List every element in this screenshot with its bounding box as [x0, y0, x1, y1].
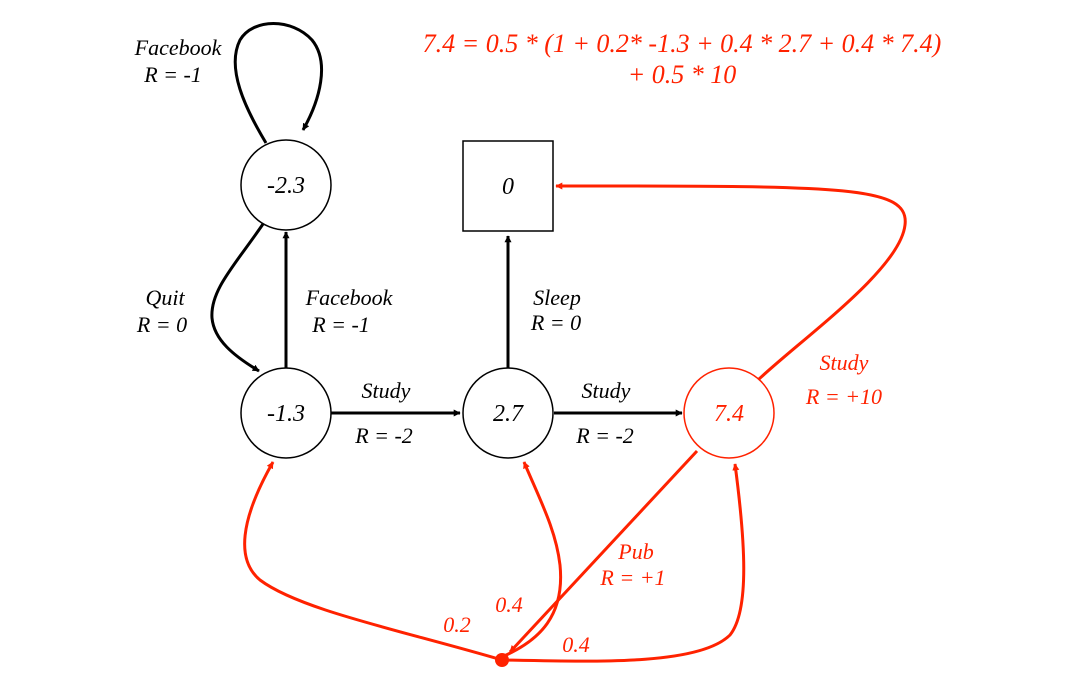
prob-to-class1: 0.2: [443, 612, 471, 637]
branch-to-class2-edge: [503, 461, 563, 658]
facebook-loop-reward: R = -1: [143, 62, 202, 87]
state-class2-value: 2.7: [493, 401, 524, 427]
branch-to-class3-edge: [503, 463, 746, 663]
state-class2: 2.7: [462, 367, 554, 459]
facebook-loop-edge: [233, 22, 324, 144]
study3-reward: R = +10: [805, 384, 882, 409]
state-class1: -1.3: [240, 367, 332, 459]
facebook-up-reward: R = -1: [311, 312, 370, 337]
pub-reward: R = +1: [599, 565, 665, 590]
state-class3-value: 7.4: [714, 401, 744, 427]
quit-action: Quit: [145, 285, 185, 310]
state-sleep: 0: [462, 140, 554, 232]
prob-to-class3: 0.4: [562, 632, 590, 657]
pub-action: Pub: [617, 539, 653, 564]
bellman-equation-line1: 7.4 = 0.5 * (1 + 0.2* -1.3 + 0.4 * 2.7 +…: [423, 29, 942, 58]
state-facebook: -2.3: [240, 139, 332, 231]
study1-reward: R = -2: [354, 423, 413, 448]
state-sleep-value: 0: [502, 174, 514, 200]
state-class3: 7.4: [683, 367, 775, 459]
sleep-action: Sleep: [533, 285, 581, 310]
bellman-equation-line2: + 0.5 * 10: [628, 60, 737, 89]
study2-action: Study: [582, 378, 631, 403]
state-facebook-value: -2.3: [267, 173, 305, 199]
study1-action: Study: [362, 378, 411, 403]
pub-chance-node: [495, 653, 509, 667]
prob-to-class2: 0.4: [495, 592, 523, 617]
facebook-loop-action: Facebook: [134, 35, 223, 60]
sleep-reward: R = 0: [530, 310, 581, 335]
quit-edge: [210, 223, 265, 373]
state-class1-value: -1.3: [267, 401, 305, 427]
study3-action: Study: [820, 350, 869, 375]
facebook-up-action: Facebook: [305, 285, 394, 310]
study3-edge: [555, 182, 907, 382]
quit-reward: R = 0: [136, 312, 187, 337]
pub-edge: [508, 449, 699, 654]
branch-to-class1-edge: [243, 461, 503, 662]
study2-reward: R = -2: [575, 423, 634, 448]
